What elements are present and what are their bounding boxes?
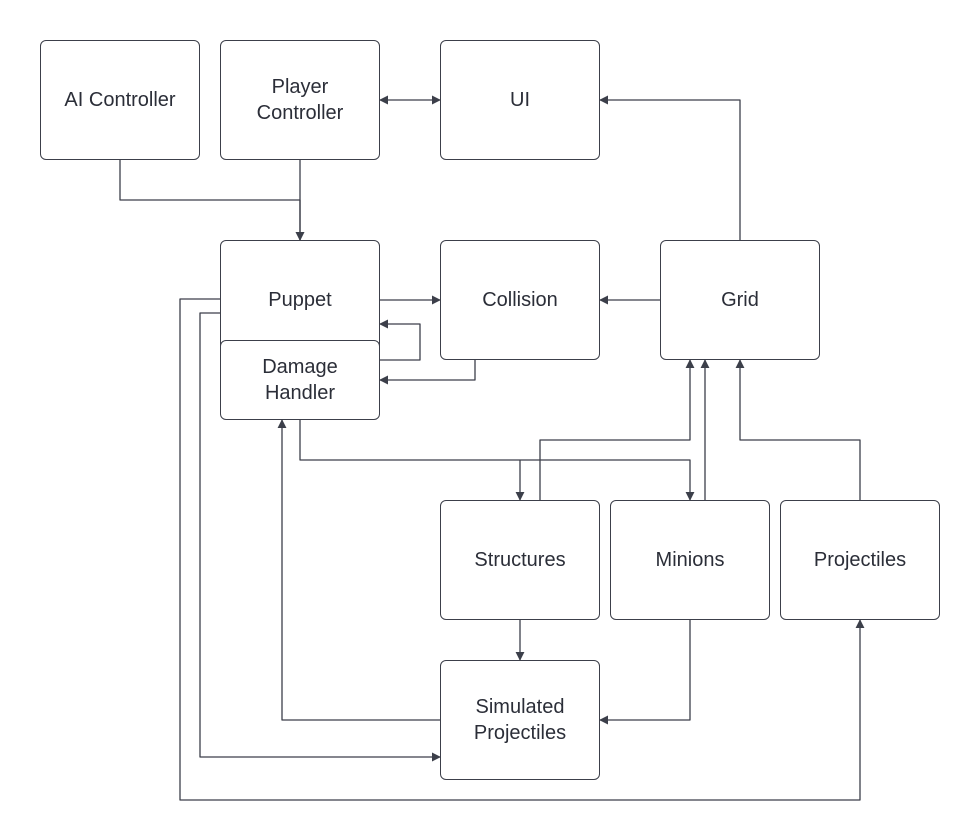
edge-damage-handler-to-minions [299,420,695,501]
player-controller-node: Player Controller [220,40,380,160]
edge-minions-to-simulated-projectiles [599,620,691,725]
edge-simulated-projectiles-to-damage-handler [277,419,440,721]
damage-handler-node: Damage Handler [220,340,380,420]
minions-node: Minions [610,500,770,620]
edge-puppet-to-projectiles [179,298,865,801]
edge-projectiles-to-grid [735,359,861,500]
ai-controller-node: AI Controller [40,40,200,160]
edge-grid-to-ui [599,95,741,240]
edge-puppet-to-simulated-projectiles [199,312,441,762]
edge-ai-controller-to-puppet [119,160,305,241]
structures-node: Structures [440,500,600,620]
edge-collision-to-damage-handler [379,360,476,385]
collision-node: Collision [440,240,600,360]
ui-node: UI [440,40,600,160]
edge-puppet-self-loop [379,319,421,361]
grid-node: Grid [660,240,820,360]
simulated-projectiles-node: Simulated Projectiles [440,660,600,780]
projectiles-node: Projectiles [780,500,940,620]
edge-structures-to-grid [539,359,695,500]
